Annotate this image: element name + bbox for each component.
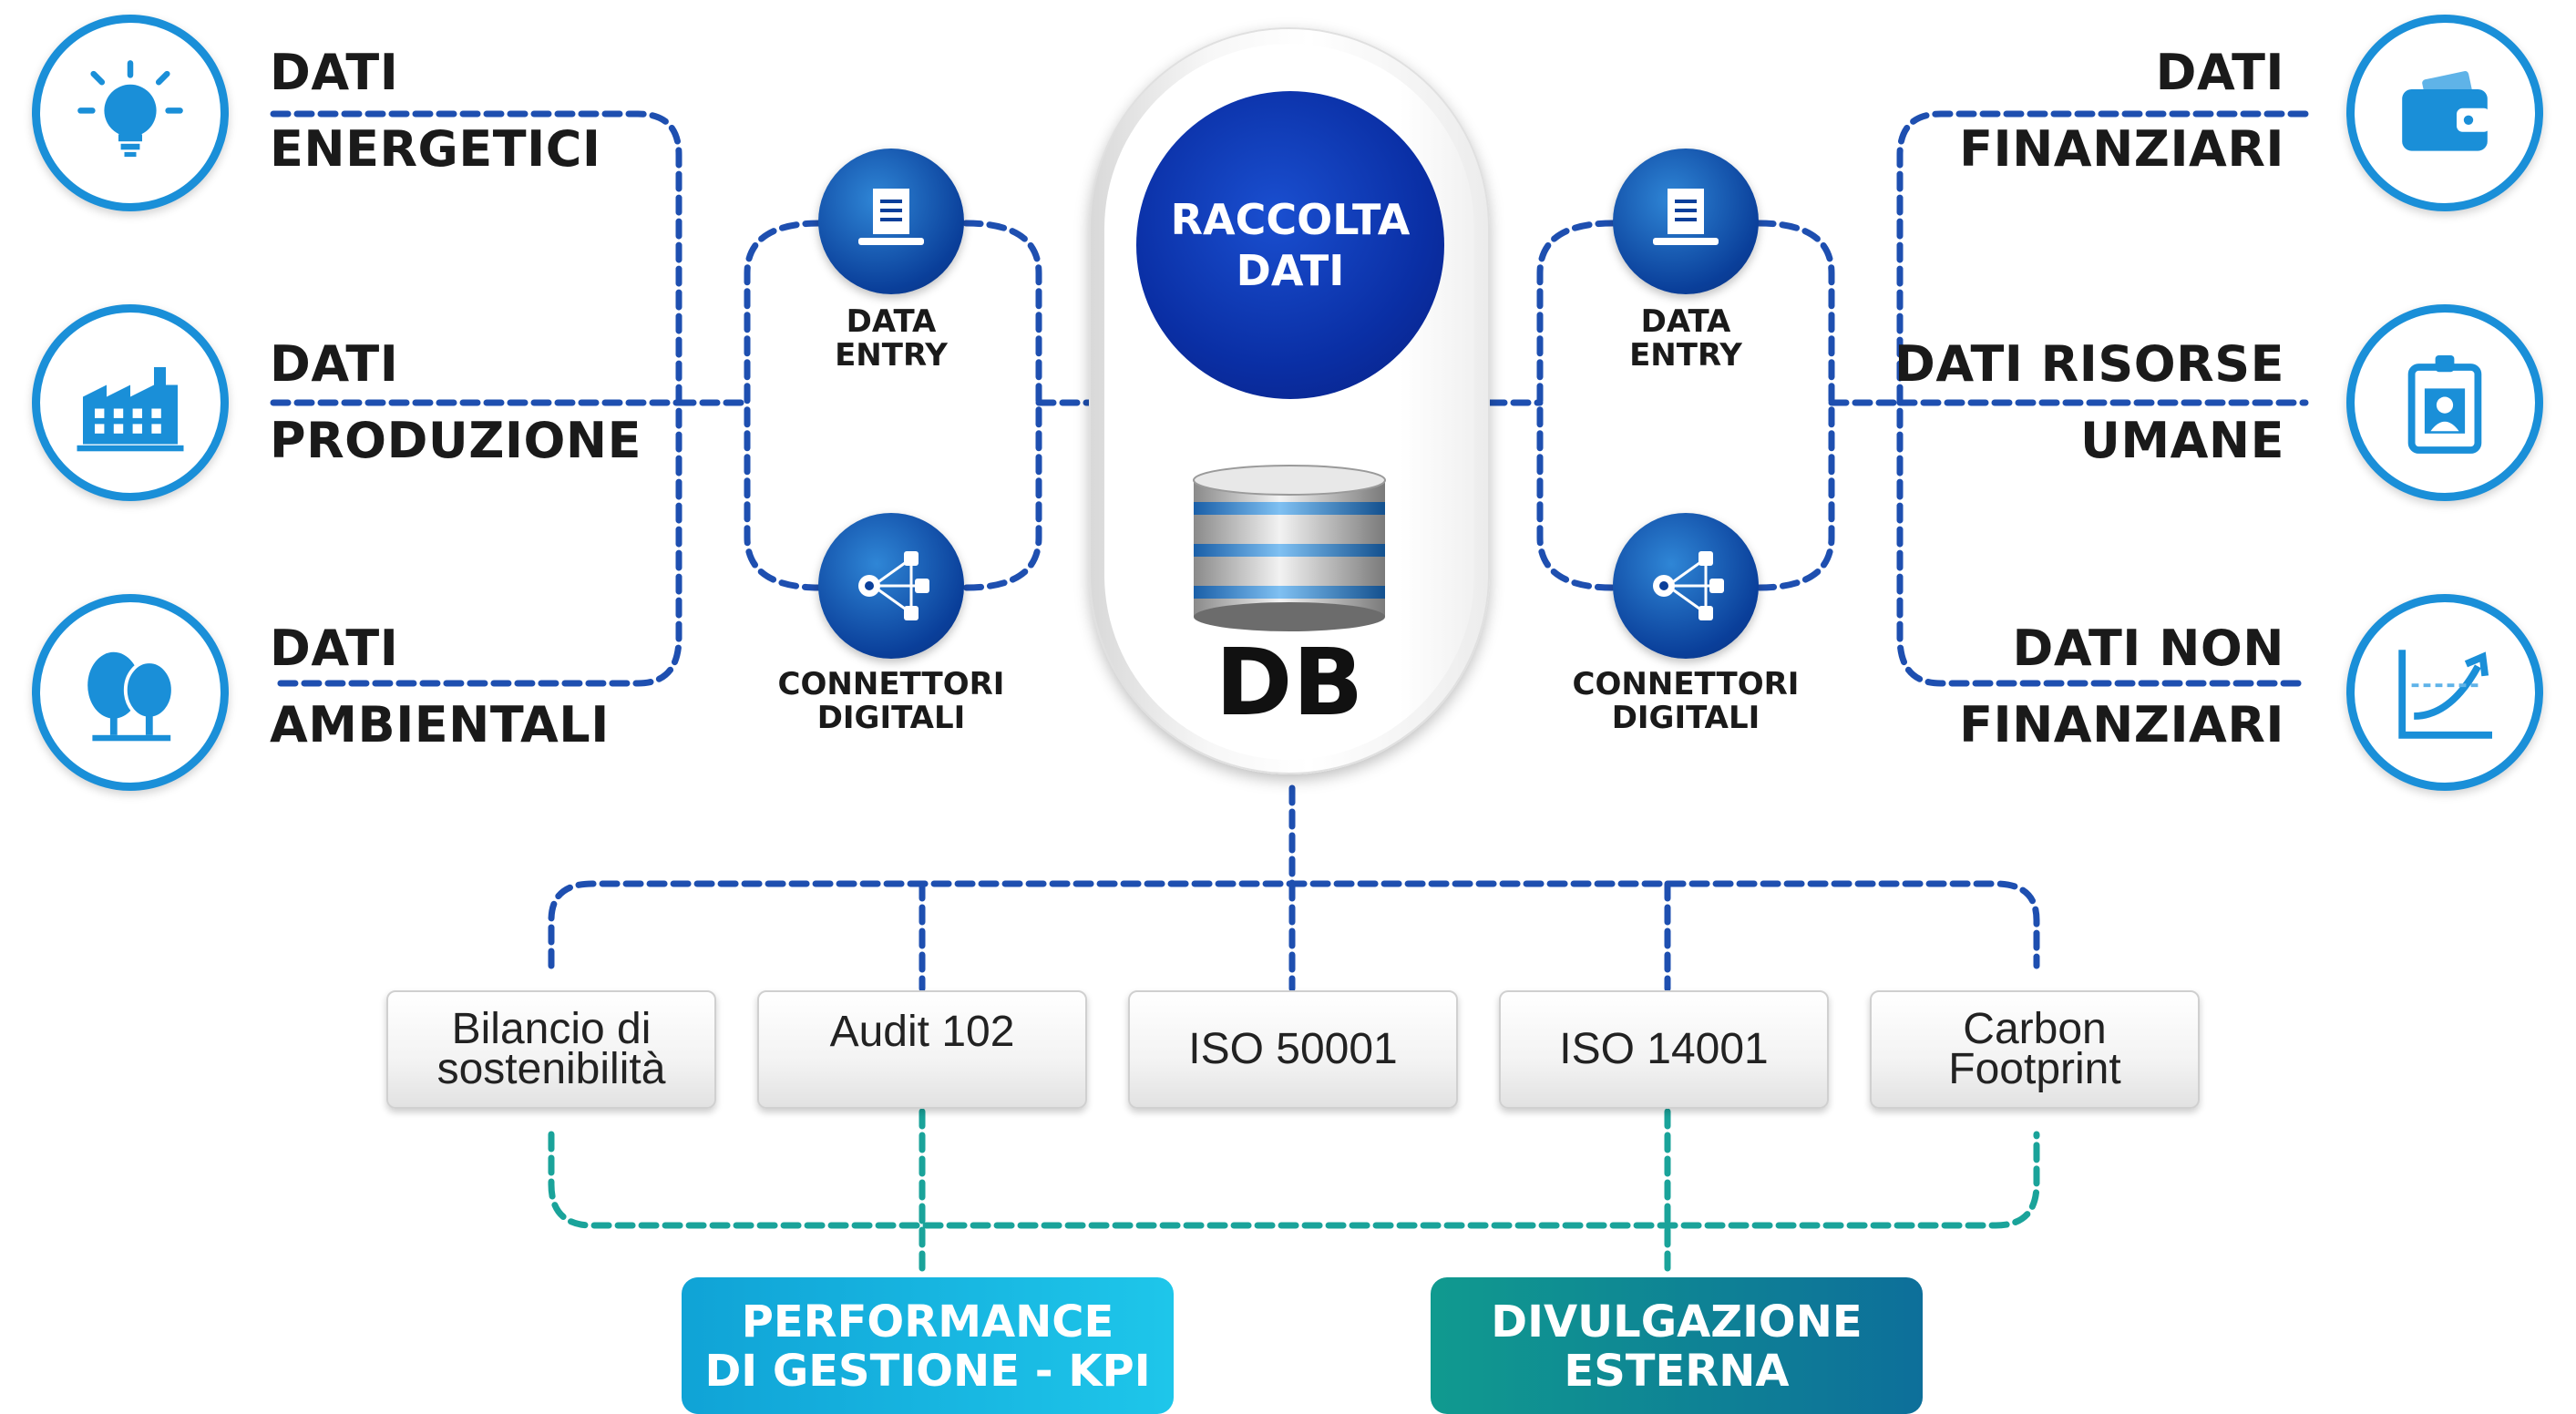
- energy-source-circle: [32, 15, 229, 211]
- database-icon: [1193, 465, 1386, 631]
- environment-source-circle: [32, 594, 229, 791]
- connettori-left-node: [818, 513, 964, 659]
- output-iso-14001: ISO 14001: [1499, 990, 1829, 1109]
- id-badge-icon: [2407, 355, 2482, 454]
- factory-icon: [77, 367, 184, 452]
- output-iso-50001: ISO 50001: [1128, 990, 1458, 1109]
- financial-source-circle: [2346, 15, 2543, 211]
- network-gear-icon: [858, 551, 929, 620]
- lightbulb-icon: [77, 60, 183, 158]
- output-audit-102: Audit 102: [757, 990, 1087, 1109]
- growth-chart-icon: [2398, 650, 2492, 739]
- nonfinancial-source-circle: [2346, 594, 2543, 791]
- connettori-right-node: [1613, 513, 1759, 659]
- network-gear-icon: [1653, 551, 1724, 620]
- data-entry-right-node: [1613, 149, 1759, 294]
- db-label: DB: [1215, 629, 1364, 737]
- production-source-circle: [32, 304, 229, 501]
- wallet-icon: [2402, 71, 2490, 151]
- trees-icon: [87, 651, 175, 742]
- laptop-document-icon: [1653, 189, 1719, 245]
- hr-source-circle: [2346, 304, 2543, 501]
- laptop-document-icon: [858, 189, 924, 245]
- data-entry-left-node: [818, 149, 964, 294]
